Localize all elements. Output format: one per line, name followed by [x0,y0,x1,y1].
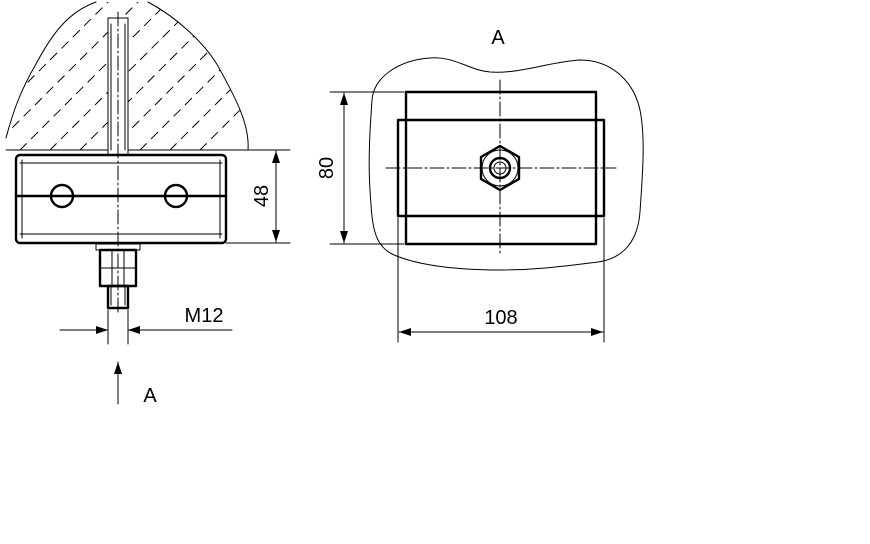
width-108-dimension: 108 [397,217,605,343]
view-arrow: A [114,361,157,407]
wall-patch-outline [368,57,644,271]
width-108-label: 108 [484,307,517,329]
fixing-hole-left [49,183,75,209]
wall-hatching [6,2,249,150]
view-a: A 80 108 [316,27,644,343]
nut-top-view [479,144,521,192]
mount-body-side [14,153,228,245]
view-arrow-label: A [143,385,157,407]
side-view: M12 48 A [5,1,291,407]
fixing-hole-right [163,183,189,209]
height-48-dimension: 48 [225,150,291,244]
height-80-dimension: 80 [316,91,405,245]
height-48-label: 48 [251,185,273,207]
thread-label: M12 [185,305,224,327]
wall-break-outline [5,1,249,151]
nut-and-stud [95,243,141,310]
view-a-title: A [491,27,505,49]
thread-dimension: M12 [59,305,233,345]
height-80-label: 80 [316,157,338,179]
